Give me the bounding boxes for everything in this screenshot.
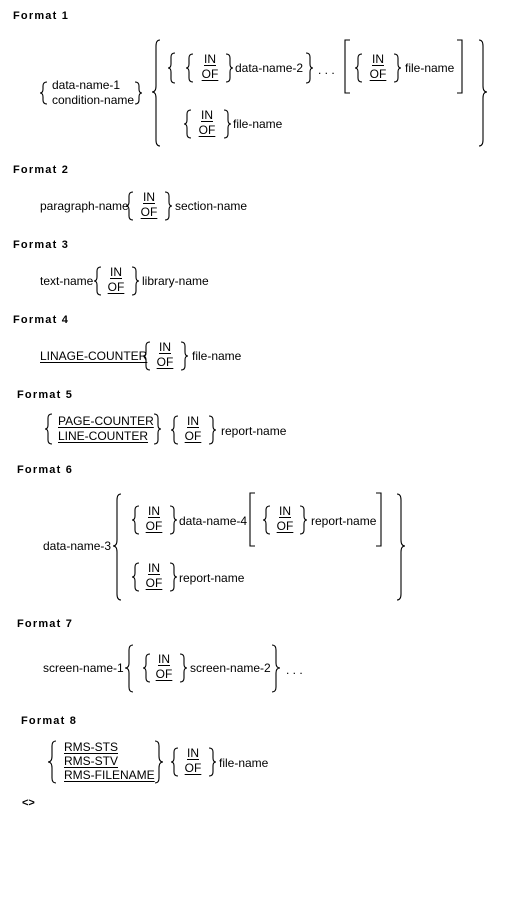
in-of-choice: IN OF: [138, 190, 160, 220]
in-of-choice: IN OF: [153, 652, 175, 682]
in-keyword: IN: [148, 504, 160, 518]
of-keyword: OF: [276, 519, 294, 533]
in-keyword: IN: [110, 265, 122, 279]
rms-sts-keyword: RMS-STS: [64, 740, 118, 754]
in-of-choice: IN OF: [196, 108, 218, 138]
in-of-choice: IN OF: [105, 265, 127, 295]
of-keyword: OF: [184, 761, 202, 775]
in-keyword: IN: [279, 504, 291, 518]
file-name-text: file-name: [219, 756, 269, 770]
of-keyword: OF: [198, 123, 216, 137]
format-5-heading: Format 5: [17, 389, 74, 401]
of-keyword: OF: [369, 67, 387, 81]
format-1-heading: Format 1: [13, 10, 70, 22]
data-name-1-text: data-name-1: [52, 78, 121, 92]
format-7-heading: Format 7: [17, 618, 74, 630]
in-keyword: IN: [159, 340, 171, 354]
format-2-heading: Format 2: [13, 164, 70, 176]
in-of-choice: IN OF: [143, 504, 165, 534]
screen-name-1-text: screen-name-1: [43, 661, 124, 675]
end-marker: <>: [22, 797, 35, 809]
file-name-text: file-name: [233, 117, 283, 131]
library-name-text: library-name: [142, 274, 209, 288]
in-keyword: IN: [148, 561, 160, 575]
data-name-2-text: data-name-2: [235, 61, 304, 75]
line-counter-keyword: LINE-COUNTER: [58, 429, 149, 443]
data-name-4-text: data-name-4: [179, 514, 248, 528]
ellipsis: . . .: [286, 663, 303, 677]
in-of-choice: IN OF: [367, 52, 389, 82]
in-of-choice: IN OF: [182, 414, 204, 444]
in-keyword: IN: [143, 190, 155, 204]
in-of-choice: IN OF: [199, 52, 221, 82]
data-name-3-text: data-name-3: [43, 539, 112, 553]
rms-stv-keyword: RMS-STV: [64, 754, 118, 768]
in-of-choice: IN OF: [154, 340, 176, 370]
in-of-choice: IN OF: [274, 504, 296, 534]
in-keyword: IN: [158, 652, 170, 666]
in-keyword: IN: [201, 108, 213, 122]
linage-counter-keyword: LINAGE-COUNTER: [40, 349, 148, 363]
in-keyword: IN: [372, 52, 384, 66]
page-counter-keyword: PAGE-COUNTER: [58, 414, 154, 428]
section-name-text: section-name: [175, 199, 248, 213]
report-name-text: report-name: [179, 571, 245, 585]
in-keyword: IN: [204, 52, 216, 66]
report-name-text: report-name: [311, 514, 377, 528]
of-keyword: OF: [184, 429, 202, 443]
text-name-text: text-name: [40, 274, 94, 288]
paragraph-name-text: paragraph-name: [40, 199, 129, 213]
in-keyword: IN: [187, 746, 199, 760]
file-name-text: file-name: [405, 61, 455, 75]
format-1-subject-stack: data-name-1 condition-name: [52, 78, 134, 108]
ellipsis: . . .: [318, 63, 335, 77]
of-keyword: OF: [155, 667, 173, 681]
in-of-choice: IN OF: [182, 746, 204, 776]
counter-choice-stack: PAGE-COUNTER LINE-COUNTER: [58, 414, 154, 444]
format-4-heading: Format 4: [13, 314, 70, 326]
in-keyword: IN: [187, 414, 199, 428]
report-name-text: report-name: [221, 424, 287, 438]
of-keyword: OF: [201, 67, 219, 81]
condition-name-text: condition-name: [52, 93, 135, 107]
format-6-heading: Format 6: [17, 464, 74, 476]
file-name-text: file-name: [192, 349, 242, 363]
format-8-heading: Format 8: [21, 715, 78, 727]
of-keyword: OF: [145, 576, 163, 590]
of-keyword: OF: [107, 280, 125, 294]
screen-name-2-text: screen-name-2: [190, 661, 271, 675]
rms-filename-keyword: RMS-FILENAME: [64, 768, 155, 782]
of-keyword: OF: [156, 355, 174, 369]
in-of-choice: IN OF: [143, 561, 165, 591]
format-3-heading: Format 3: [13, 239, 70, 251]
of-keyword: OF: [140, 205, 158, 219]
rms-choice-stack: RMS-STS RMS-STV RMS-FILENAME: [64, 740, 155, 782]
of-keyword: OF: [145, 519, 163, 533]
